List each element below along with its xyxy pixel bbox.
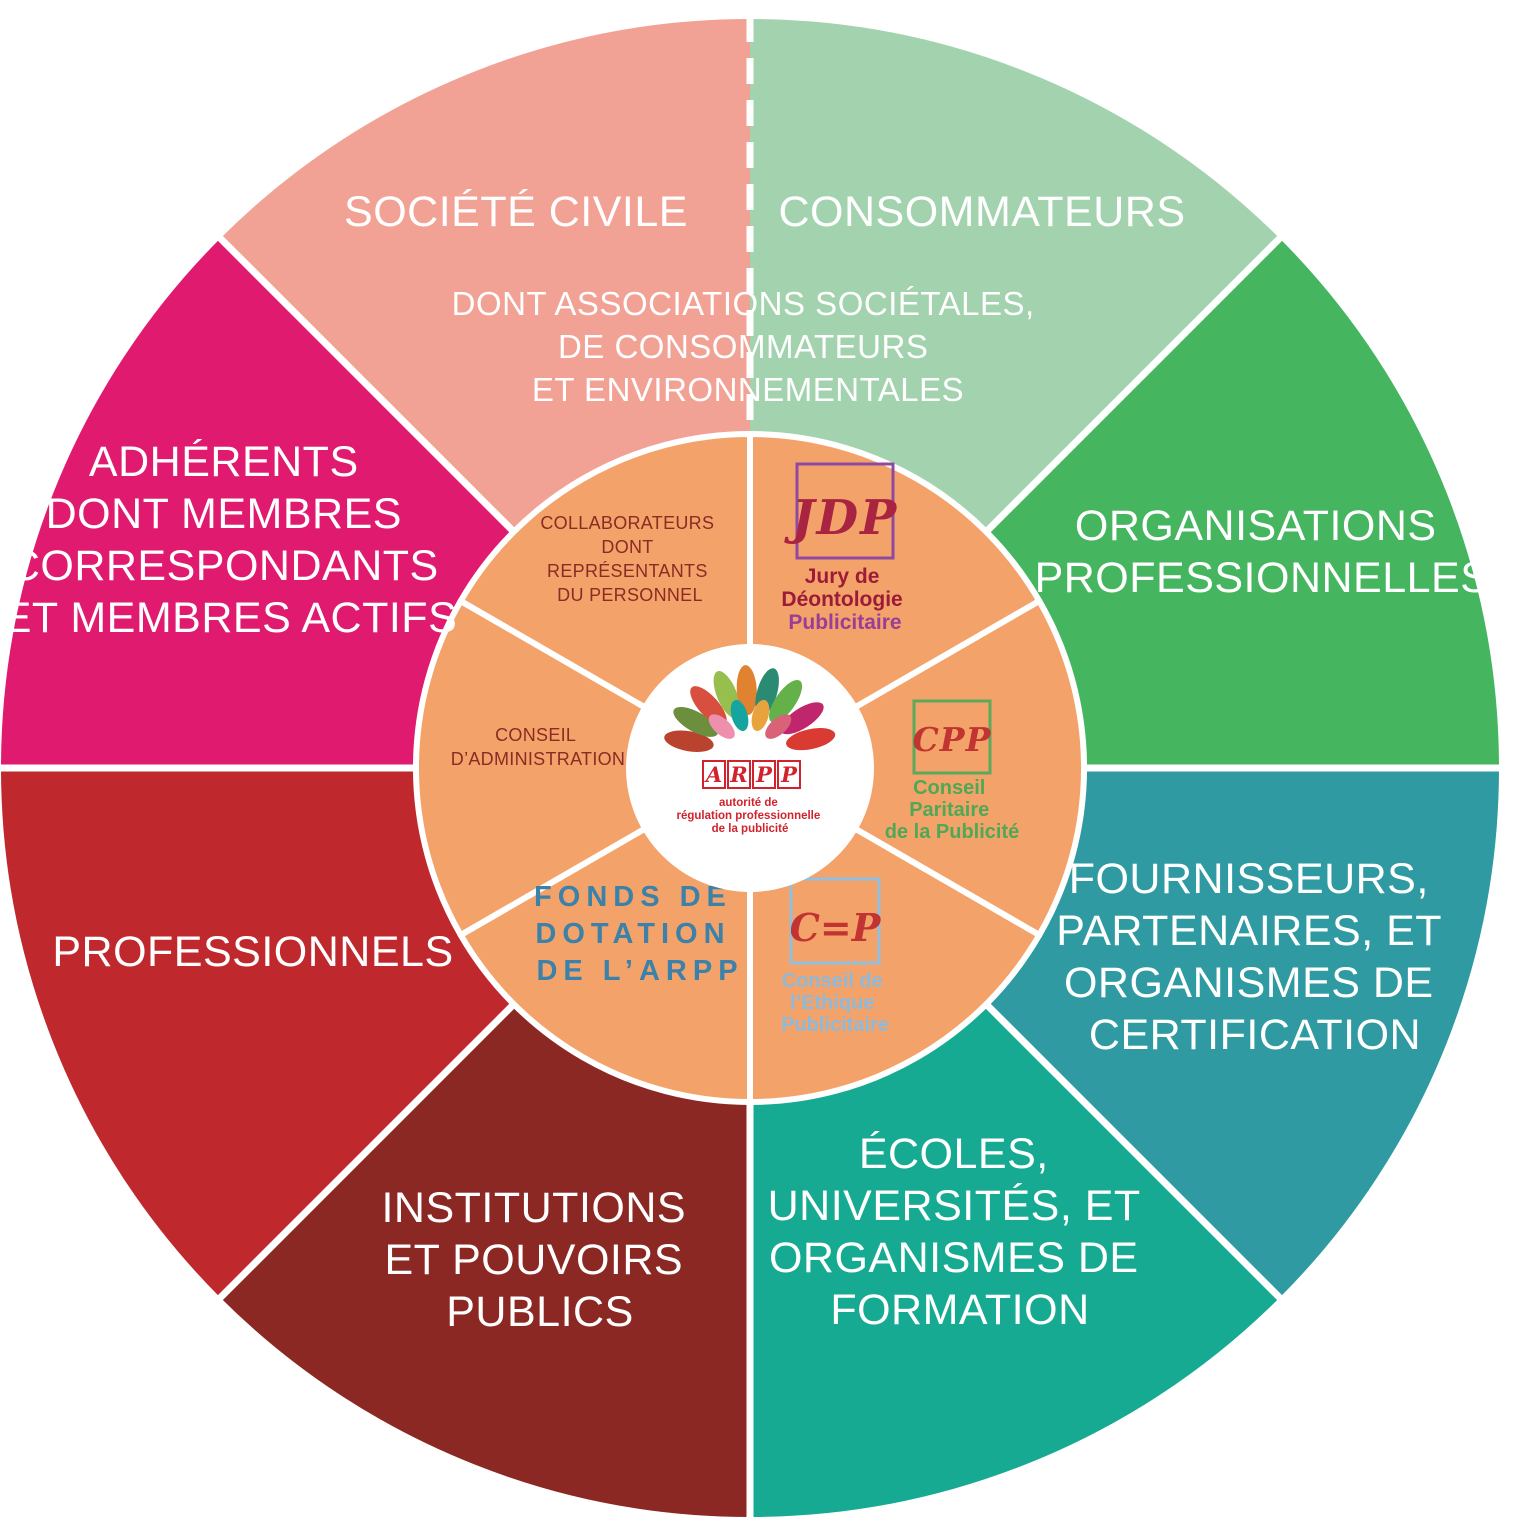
inner-segment-cpp [747,598,1087,938]
divider-135 [983,1001,1285,1303]
arpp-letter-box [702,760,726,789]
logo-petal [751,699,770,732]
cep-logo-frame [789,877,881,965]
cpp-logo-block: CPP Conseil Paritaire de la Publicité [885,699,1019,843]
outer-rim [0,13,1505,1523]
arpp-letter: R [729,762,747,787]
divider-45 [983,233,1285,535]
cep-logo-block: C=P Conseil de l’Ethique Publicitaire [781,877,889,1036]
outer-label-institutions: INSTITUTIONS ET POUVOIRS PUBLICS [381,1184,698,1336]
outer-label-adherents: ADHÉRENTS DONT MEMBRES CORRESPONDANTS ET… [3,438,458,642]
logo-petal [786,728,836,751]
arpp-letter-box [752,760,776,789]
jdp-caption: Jury de Déontologie Publicitaire [781,565,908,634]
outer-label-societe-civile: SOCIÉTÉ CIVILE [344,188,688,236]
inner-ring-labels: COLLABORATEURS DONT REPRÉSENTANTS DU PER… [451,513,719,769]
arpp-wordmark: A R P P autorité de régulation professio… [677,760,824,835]
outer-label-consommateurs: CONSOMMATEURS [778,188,1185,236]
outer-label-fournisseurs: FOURNISSEURS, PARTENAIRES, ET ORGANISMES… [1056,855,1454,1059]
segment-dividers [0,16,1502,1520]
cep-acronym: C=P [790,905,882,950]
logo-petal [765,714,792,739]
cpp-logo-frame [912,699,992,775]
arpp-letter-box [727,760,751,789]
outer-label-organisations: ORGANISATIONS PROFESSIONNELLES [1035,502,1490,602]
logo-petal [730,699,749,732]
jdp-logo-block: JDP Jury de Déontologie Publicitaire [781,462,908,634]
arpp-letter: P [780,762,798,787]
inner-segment-conseil-administration [413,598,753,938]
jdp-logo-frame [795,462,895,560]
logo-petal [664,730,714,752]
logo-petal [769,679,803,723]
arpp-tagline: autorité de régulation professionnelle d… [677,797,824,835]
arpp-letter-box [777,760,801,789]
cpp-acronym: CPP [913,720,992,759]
outer-label-ecoles: ÉCOLES, UNIVERSITÉS, ET ORGANISMES DE FO… [768,1130,1153,1334]
outer-label-professionnels: PROFESSIONNELS [52,928,453,976]
divider-225 [215,1001,517,1303]
cep-caption: Conseil de l’Ethique Publicitaire [781,970,889,1036]
arpp-logo-petals [664,665,836,752]
logo-petal [736,665,757,716]
arpp-letter: P [755,762,773,787]
divider-315 [215,233,517,535]
inner-label-fonds-dotation: FONDS DE DOTATION DE L’ARPP [534,881,746,987]
logo-petal [673,706,719,737]
societe-civile-consommateurs-note: DONT ASSOCIATIONS SOCIÉTALES, DE CONSOMM… [452,285,1045,408]
arpp-letter: A [704,762,722,787]
jdp-acronym: JDP [784,490,898,546]
cpp-caption: Conseil Paritaire de la Publicité [885,777,1019,843]
center-hub: A R P P autorité de régulation professio… [626,644,874,892]
inner-label-conseil-administration: CONSEIL D’ADMINISTRATION [451,725,625,769]
logo-petal [708,714,735,739]
inner-label-collaborateurs: COLLABORATEURS DONT REPRÉSENTANTS DU PER… [540,513,719,605]
outer-ring-labels: CONSOMMATEURS SOCIÉTÉ CIVILE DONT ASSOCI… [3,188,1490,1336]
logo-petal [780,702,824,735]
